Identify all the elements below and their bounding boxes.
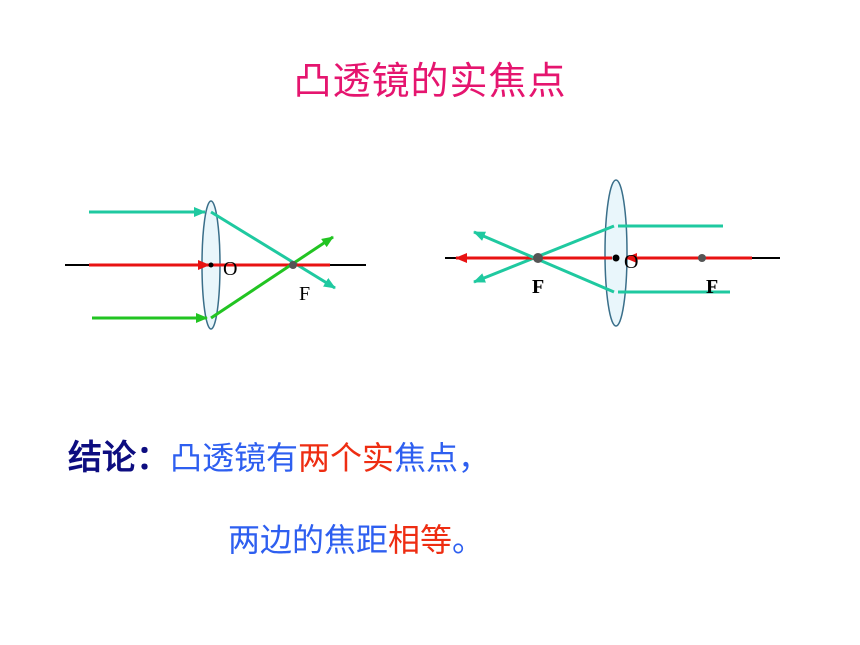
right-focus-left-dot bbox=[533, 253, 543, 263]
left-refracted-ray-bottom bbox=[210, 235, 334, 320]
conclusion-text-blue-2: 焦点， bbox=[394, 439, 491, 477]
right-optical-center-label: O bbox=[624, 251, 638, 273]
right-focus-left-label: F bbox=[532, 276, 544, 298]
right-refracted-ray-bottom bbox=[473, 230, 615, 294]
conclusion-line-1: 结论：凸透镜有两个实焦点， bbox=[68, 430, 490, 479]
page-title: 凸透镜的实焦点 bbox=[293, 59, 567, 103]
right-focus-right-label: F bbox=[706, 276, 718, 298]
left-optical-center-dot bbox=[208, 262, 214, 268]
conclusion-heading: 结论： bbox=[68, 438, 170, 478]
left-refracted-ray-top bbox=[210, 210, 336, 290]
conclusion-text-blue-3: 两边的焦距 bbox=[228, 521, 389, 559]
conclusion-text-blue-1: 凸透镜有 bbox=[170, 439, 299, 477]
left-optical-center-label: O bbox=[223, 258, 237, 280]
conclusion-text-red-3: 相等 bbox=[388, 521, 453, 559]
conclusion-text-blue-4: 。 bbox=[452, 521, 485, 559]
right-diagram: O F F bbox=[445, 179, 780, 327]
right-focus-right-dot bbox=[698, 254, 706, 262]
right-refracted-ray-top bbox=[473, 224, 615, 284]
left-focus-dot bbox=[289, 261, 297, 269]
right-optical-center-dot bbox=[612, 254, 620, 262]
left-focus-label: F bbox=[299, 283, 310, 305]
conclusion-text-red-2: 实 bbox=[362, 439, 395, 477]
left-diagram: O F bbox=[65, 200, 366, 330]
conclusion-text-red-1: 两个 bbox=[298, 439, 363, 477]
conclusion-line-2: 两边的焦距相等。 bbox=[228, 515, 484, 561]
